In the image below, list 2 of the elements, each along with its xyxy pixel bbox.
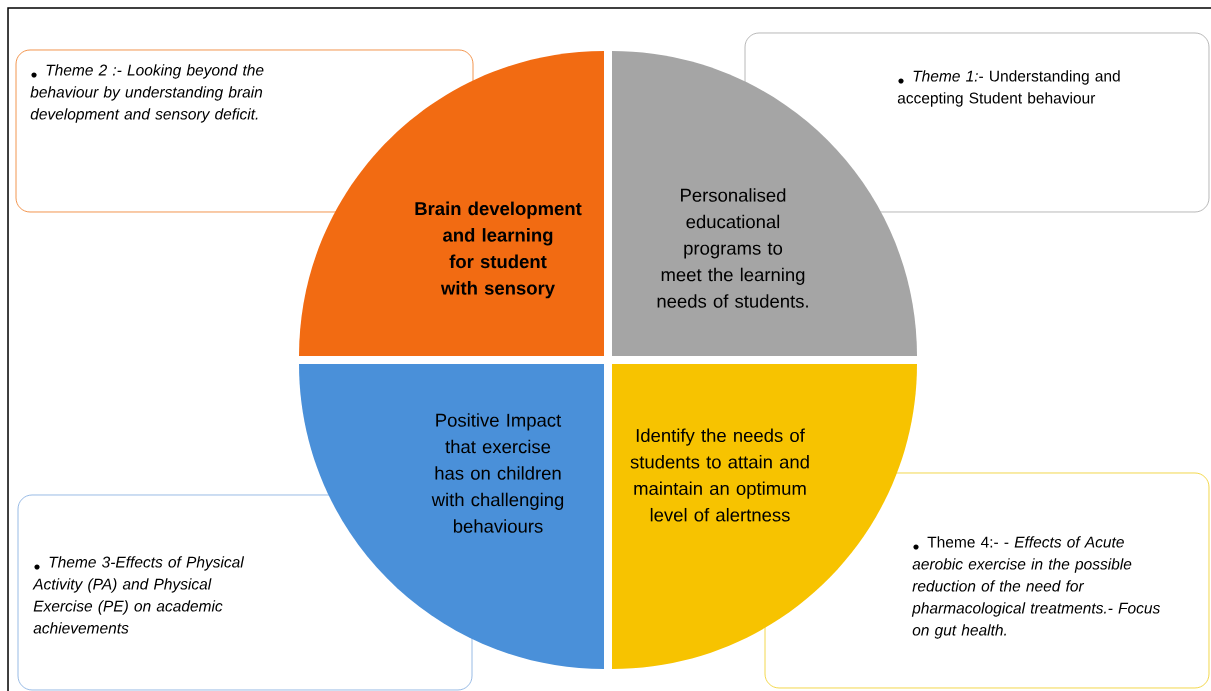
quadrant-sector: Brain development and learning for student with sensory [299, 51, 604, 356]
quadrant-sector: Positive Impact that exercise has on children with challenging behaviours [299, 364, 604, 669]
